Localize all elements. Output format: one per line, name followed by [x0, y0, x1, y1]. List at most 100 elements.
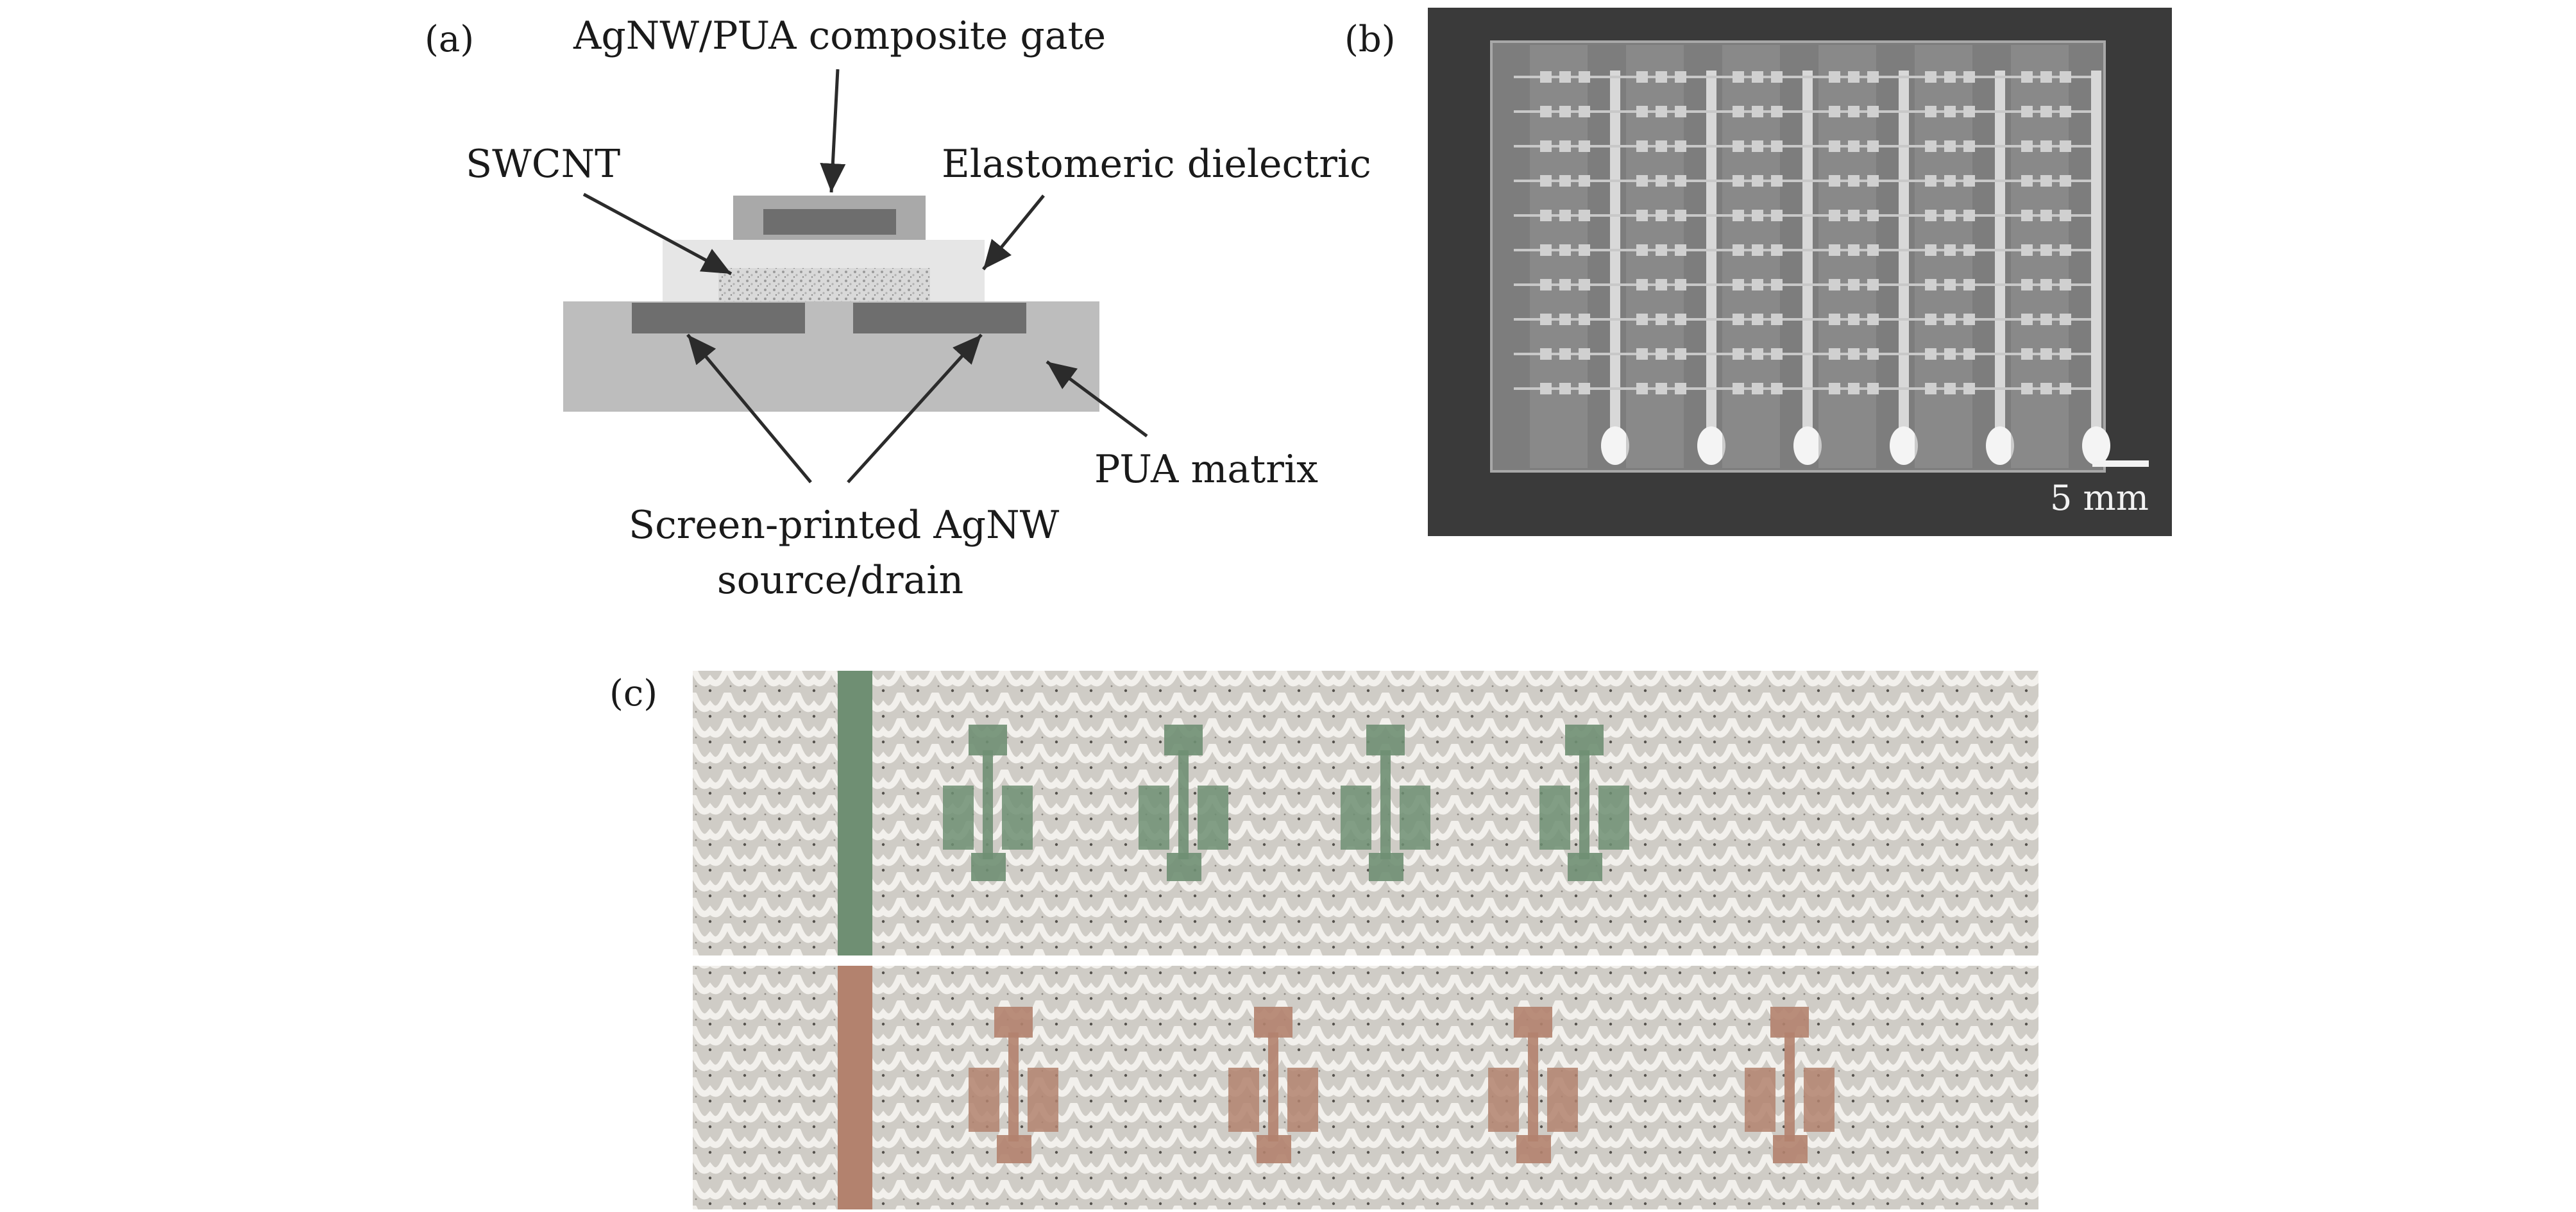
- transistor-pad: [2040, 210, 2052, 221]
- transistor-pad: [2040, 106, 2052, 117]
- transistor-pad: [1579, 175, 1590, 187]
- transistor-pad: [1733, 106, 1744, 117]
- contact-pad: [1890, 426, 1918, 465]
- transistor-pad: [1963, 106, 1975, 117]
- green-trace-strip: [838, 671, 872, 955]
- transistor-pad: [1771, 210, 1783, 221]
- transistor-pad: [1829, 140, 1840, 152]
- transistor-pad: [1733, 244, 1744, 256]
- transistor-pad: [1752, 383, 1763, 394]
- transistor-pad: [1579, 279, 1590, 290]
- fabric-bottom-strip: [693, 966, 2038, 1209]
- transistor-pad: [1848, 140, 1860, 152]
- transistor-pad: [1656, 314, 1667, 325]
- transistor-pad: [1559, 244, 1571, 256]
- source-drain-line-1: Screen-printed AgNW: [629, 503, 1060, 548]
- transistor-pad: [2060, 279, 2071, 290]
- device-right-block: [1198, 786, 1228, 850]
- swcnt-arrow: [582, 192, 733, 276]
- transistor-pad: [2040, 140, 2052, 152]
- device-left-block: [1745, 1068, 1775, 1132]
- transistor-pad: [2040, 383, 2052, 394]
- transistor-pad: [1752, 244, 1763, 256]
- transistor-pad: [1771, 175, 1783, 187]
- transistor-pad: [1636, 175, 1648, 187]
- transistor-pad: [1733, 279, 1744, 290]
- transistor-pad: [1636, 279, 1648, 290]
- transistor-pad: [1579, 140, 1590, 152]
- transistor-pad: [1944, 279, 1956, 290]
- transistor-pad: [1559, 106, 1571, 117]
- transistor-pad: [1752, 106, 1763, 117]
- device-left-block: [969, 1068, 999, 1132]
- device-right-block: [1002, 786, 1033, 850]
- transistor-pad: [1559, 210, 1571, 221]
- transistor-pad: [1848, 314, 1860, 325]
- transistor-pad: [1675, 244, 1686, 256]
- transistor-pad: [1752, 71, 1763, 83]
- transistor-pad: [1963, 71, 1975, 83]
- transistor-pad: [1656, 383, 1667, 394]
- source-drain-callout: Screen-printed AgNW source/drain: [629, 498, 1060, 608]
- transistor-pad: [1752, 279, 1763, 290]
- transistor-pad: [1925, 71, 1936, 83]
- transistor-pad: [1848, 106, 1860, 117]
- swcnt-callout: SWCNT: [466, 142, 621, 187]
- transistor-pad: [1963, 140, 1975, 152]
- contact-pad: [1601, 426, 1629, 465]
- transistor-pad: [1752, 314, 1763, 325]
- transistor-pad: [1559, 175, 1571, 187]
- transistor-pad: [1675, 106, 1686, 117]
- bus-line: [1995, 71, 2005, 455]
- transistor-pad: [1925, 210, 1936, 221]
- transistor-pad: [1656, 279, 1667, 290]
- transistor-pad: [2021, 140, 2033, 152]
- gate-ribbon: [1626, 45, 1684, 468]
- transistor-pad: [1771, 244, 1783, 256]
- transistor-pad: [2021, 314, 2033, 325]
- transistor-pad: [2060, 383, 2071, 394]
- transistor-pad: [1540, 348, 1552, 360]
- device-right-block: [1287, 1068, 1318, 1132]
- transistor-pad: [1559, 71, 1571, 83]
- transistor-pad: [2060, 314, 2071, 325]
- transistor-pad: [1867, 279, 1879, 290]
- fabric-devices: [943, 725, 1835, 1163]
- gate-callout: AgNW/PUA composite gate: [573, 13, 1106, 58]
- transistor-pad: [1925, 383, 1936, 394]
- matrix-callout: PUA matrix: [1094, 447, 1318, 492]
- transistor-pad: [1636, 348, 1648, 360]
- transistor-pad: [2060, 348, 2071, 360]
- device-right-block: [1547, 1068, 1578, 1132]
- transistor-pad: [1675, 383, 1686, 394]
- matrix-arrow: [1046, 360, 1148, 438]
- transistor-pad: [1733, 175, 1744, 187]
- transistor-pad: [1848, 244, 1860, 256]
- transistor-pad: [1540, 244, 1552, 256]
- transistor-pad: [2060, 71, 2071, 83]
- gate-ribbon: [1915, 45, 1972, 468]
- transistor-pad: [1636, 71, 1648, 83]
- transistor-pad: [2021, 244, 2033, 256]
- transistor-pad: [1829, 348, 1840, 360]
- transistor-pad: [1848, 175, 1860, 187]
- device-bottom-pad: [1516, 1135, 1551, 1163]
- device-left-block: [1539, 786, 1570, 850]
- transistor-pad: [1925, 106, 1936, 117]
- transistor-pad: [2040, 314, 2052, 325]
- transistor-pad: [2021, 210, 2033, 221]
- transistor-pad: [1559, 279, 1571, 290]
- transistor-pad: [1656, 106, 1667, 117]
- transistor-pad: [1675, 71, 1686, 83]
- transistor-pad: [1540, 314, 1552, 325]
- transistor-pad: [1636, 244, 1648, 256]
- transistor-pad: [2021, 106, 2033, 117]
- transistor-pad: [1675, 210, 1686, 221]
- transistor-pad: [1963, 314, 1975, 325]
- transistor-pad: [1867, 210, 1879, 221]
- bus-line: [1899, 71, 1909, 455]
- transistor-pad: [1867, 175, 1879, 187]
- transistor-pad: [2040, 175, 2052, 187]
- transistor-pad: [1771, 348, 1783, 360]
